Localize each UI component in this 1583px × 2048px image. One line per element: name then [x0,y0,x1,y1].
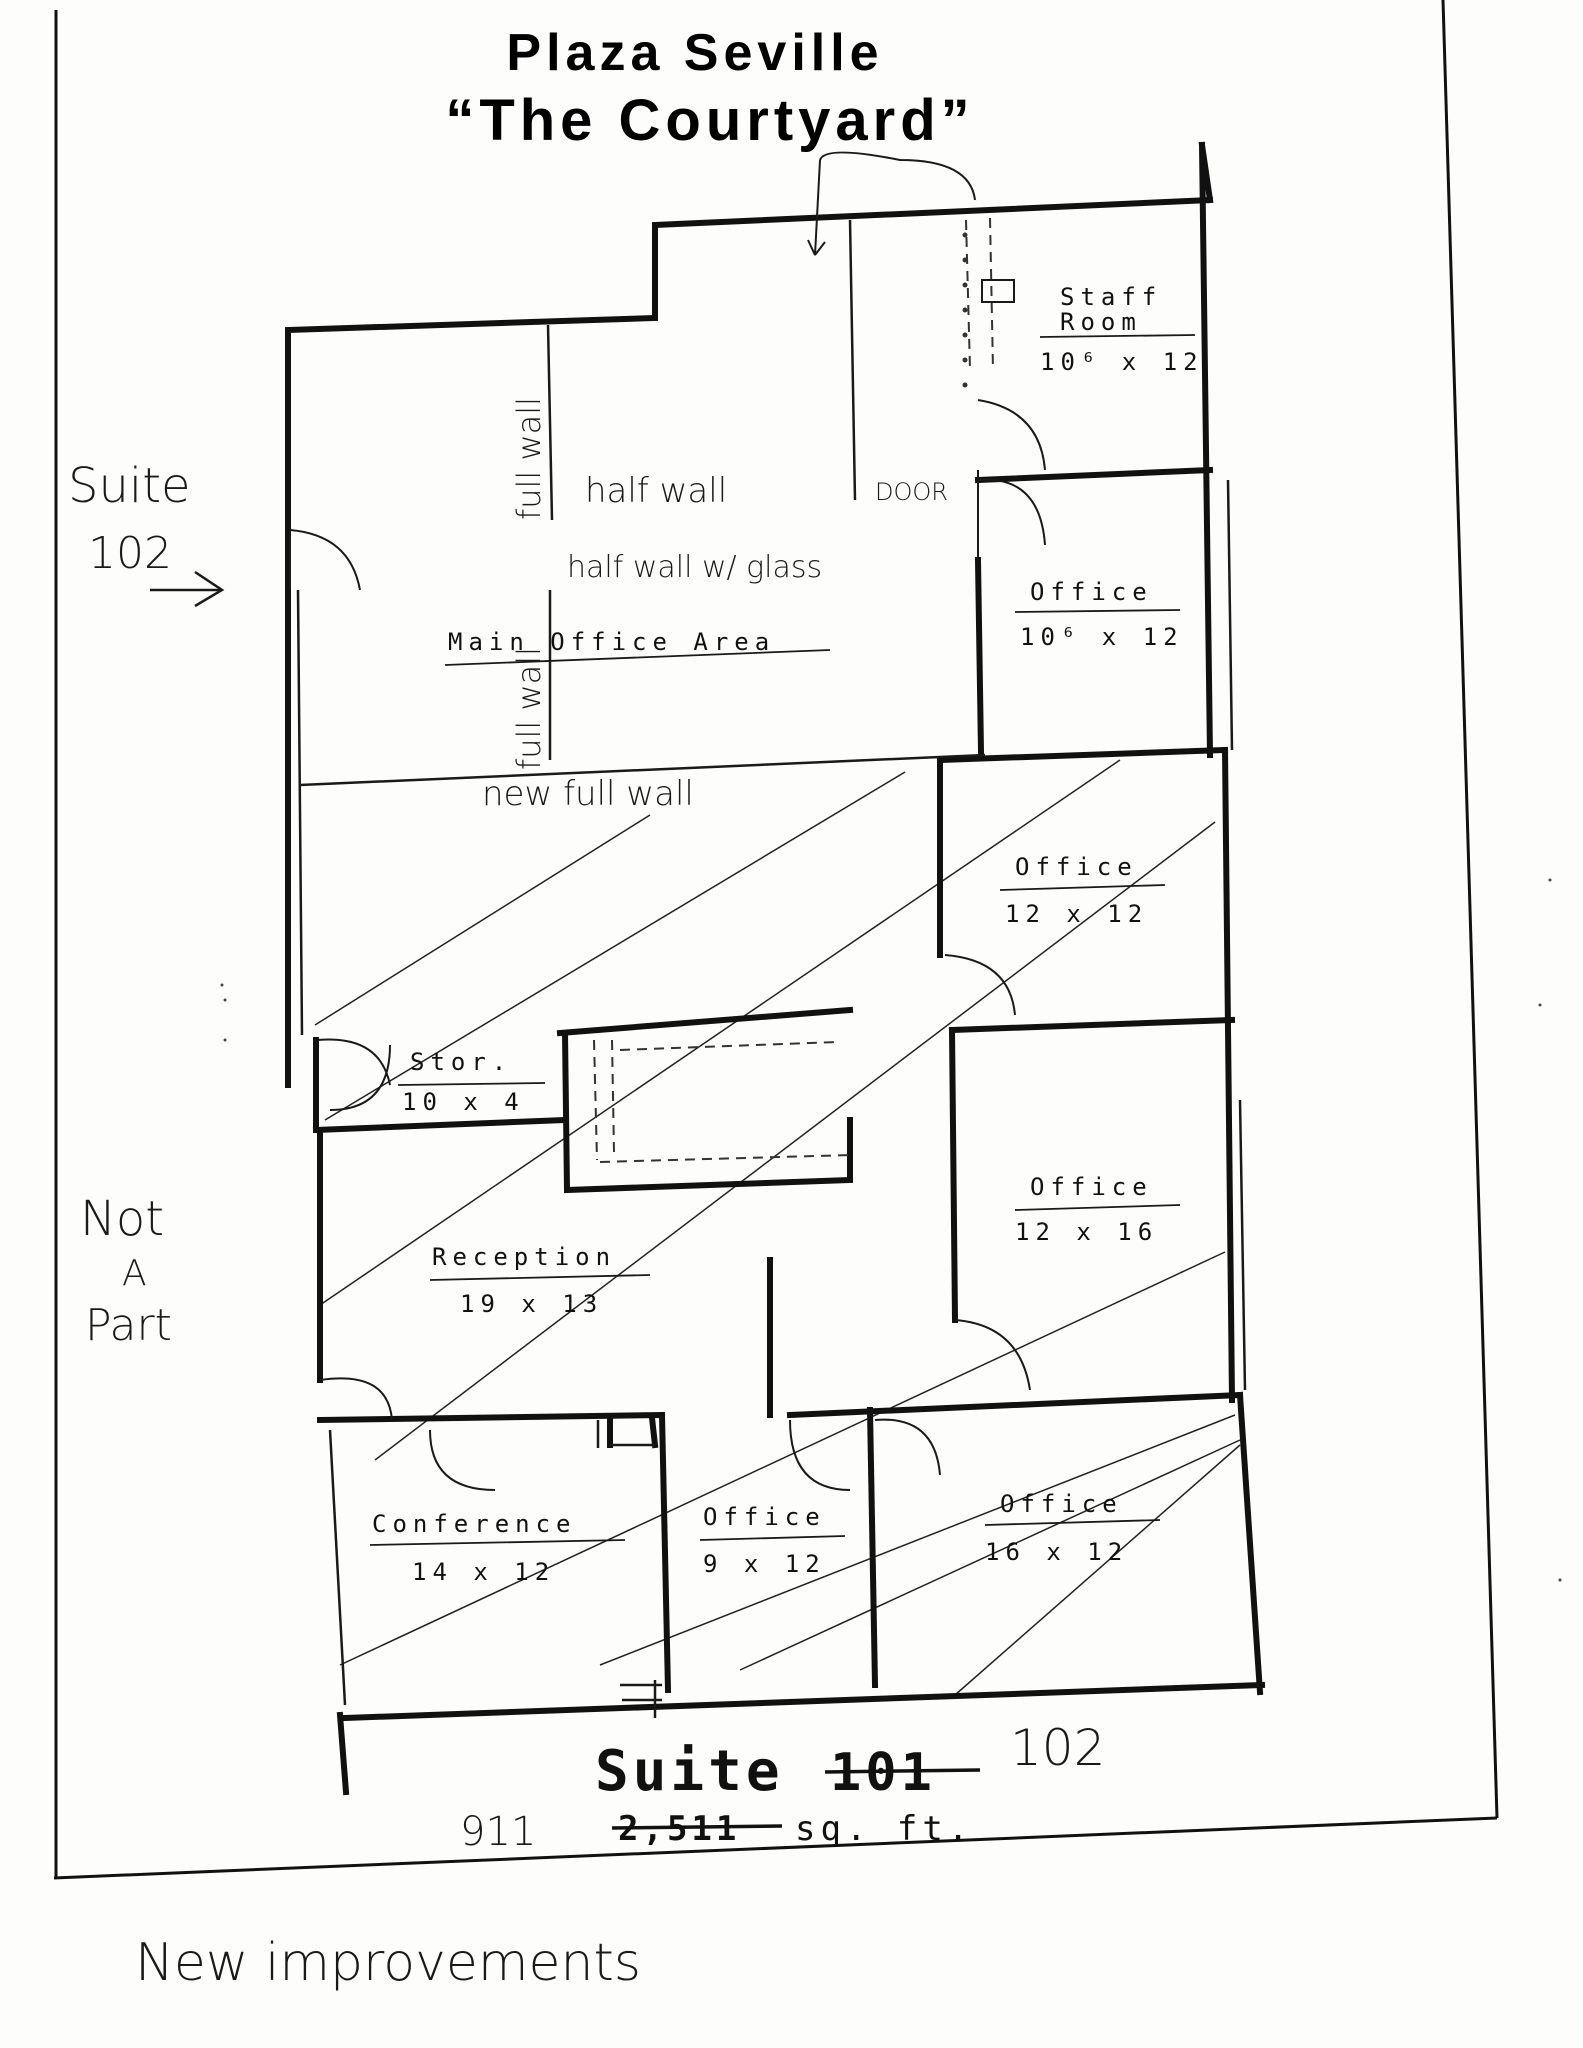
staff-room-name-1: Staff [1060,283,1162,311]
storage-size: 10 x 4 [402,1088,525,1116]
suite-new-number: 102 [1010,1719,1105,1777]
storage-name: Stor. [410,1048,512,1076]
arrow-icon [150,570,225,608]
reception-size: 19 x 13 [460,1290,603,1318]
suite-label: Suite [595,1739,784,1804]
reception-name: Reception [432,1243,616,1271]
not-a-part-label-1: Not [80,1191,164,1247]
dotted-column [962,232,968,388]
full-wall-note-lower: full wall [510,647,548,770]
door-note: DOOR [875,478,948,506]
office-16x12-size: 16 x 12 [985,1538,1128,1566]
half-wall-glass-note: half wall w/ glass [567,550,822,585]
office-16x12-name: Office [1000,1490,1123,1518]
staff-room-size: 10⁶ x 12 [1040,348,1204,376]
office-top-name: Office [1030,578,1153,606]
area-new-value: 911 [460,1809,536,1855]
page-border [53,0,1499,1880]
scan-marks [220,878,1562,1582]
office-top-size: 10⁶ x 12 [1020,623,1184,651]
plan-title-line1: Plaza Seville [506,24,883,82]
full-wall-note-upper: full wall [510,397,548,520]
dashed-lines [593,217,994,1163]
hatched-area [314,759,1241,1696]
room-rules [369,334,1196,1546]
suite-102-side-label-2: 102 [88,528,172,579]
main-office-area-name: Main Office Area [448,628,775,656]
walls [285,141,1266,1796]
suite-102-side-label-1: Suite [68,458,191,514]
half-wall-note: half wall [585,471,727,511]
new-full-wall-note: new full wall [482,774,694,814]
office-9x12-size: 9 x 12 [703,1550,826,1578]
thin-walls [296,219,1247,1718]
office-9x12-name: Office [703,1503,826,1531]
not-a-part-label-3: Part [85,1300,172,1351]
door-swings [289,151,1046,1491]
office-12x12-size: 12 x 12 [1005,900,1148,928]
office-12x12-name: Office [1015,853,1138,881]
office-12x16-name: Office [1030,1173,1153,1201]
area-unit: sq. ft. [795,1809,973,1849]
plan-title-line2: “The Courtyard” [445,88,974,153]
new-improvements-note: New improvements [135,1933,641,1993]
not-a-part-label-2: A [122,1253,147,1294]
conference-size: 14 x 12 [412,1558,555,1586]
strike-lines [611,1768,981,1830]
conference-name: Conference [372,1510,577,1538]
office-12x16-size: 12 x 16 [1015,1218,1158,1246]
staff-room-name-2: Room [1060,308,1142,336]
